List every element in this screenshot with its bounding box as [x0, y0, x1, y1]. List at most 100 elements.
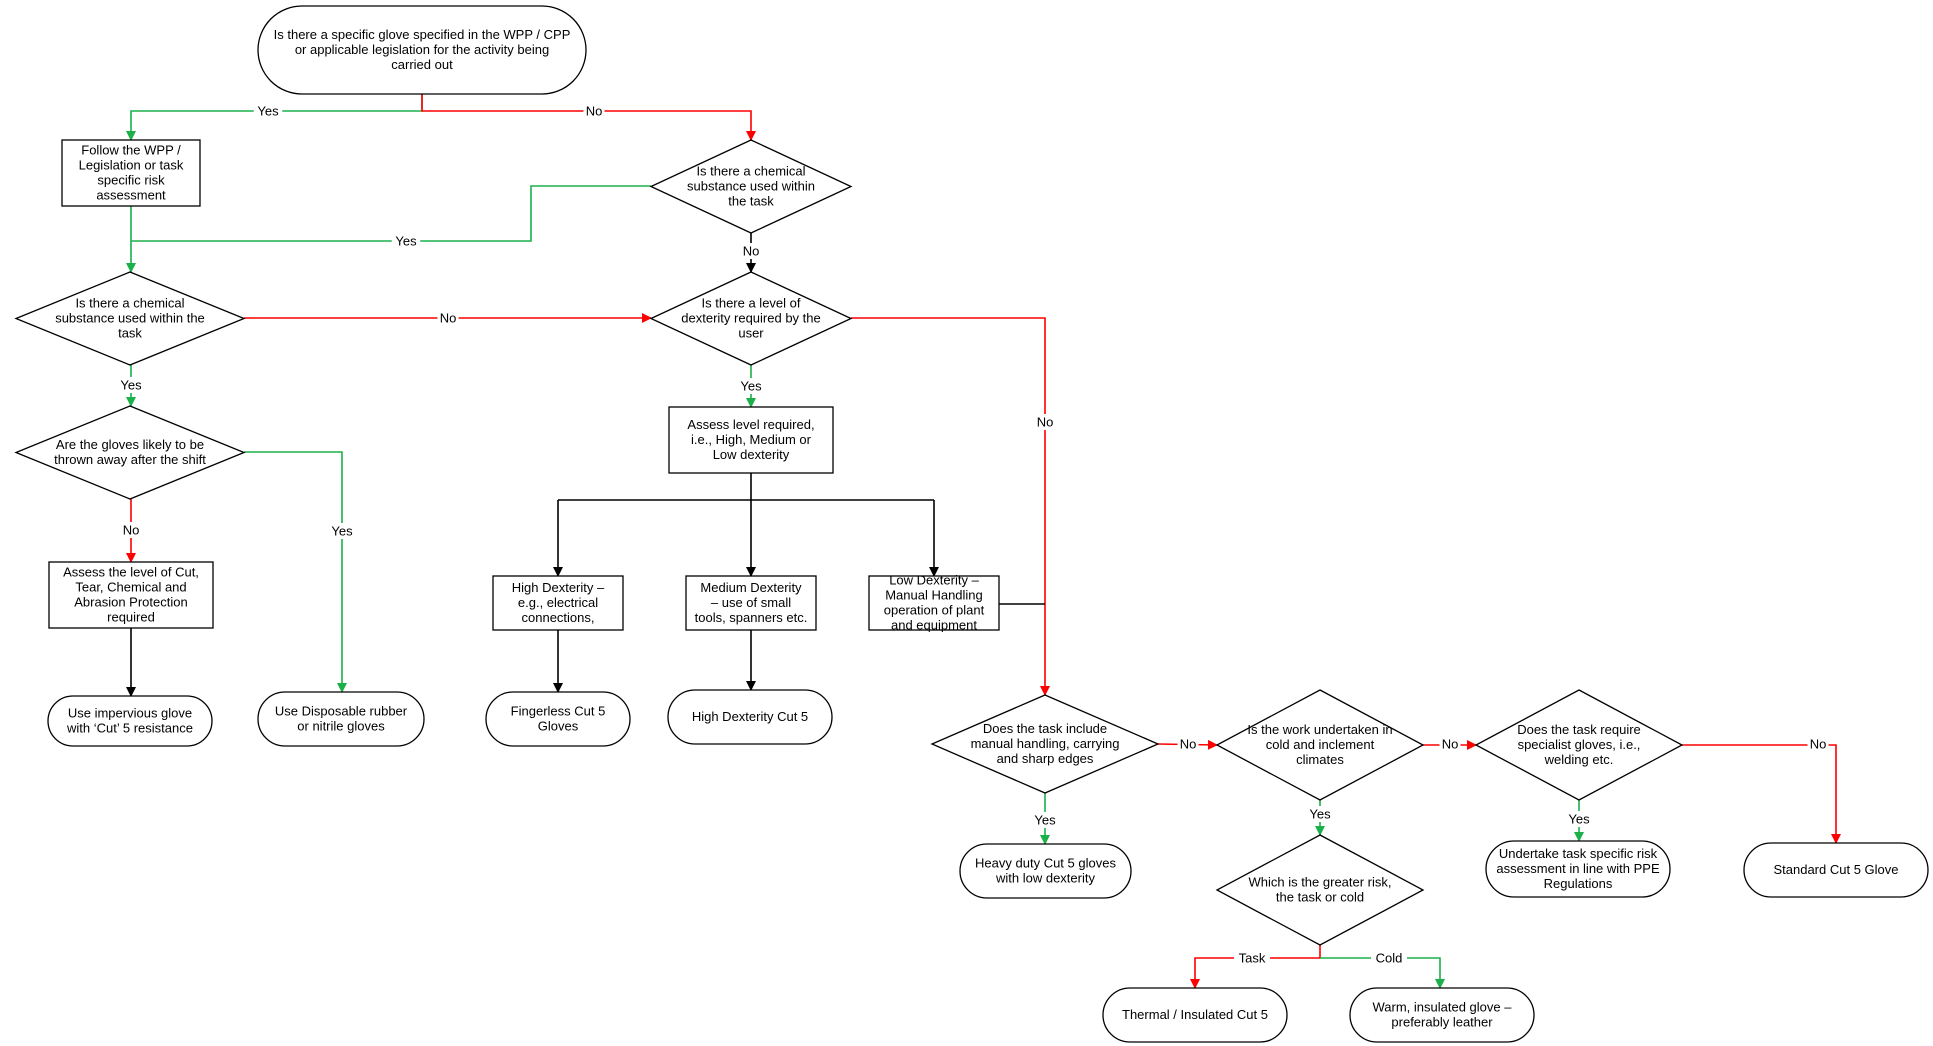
node-text-line: Use impervious glove	[68, 706, 192, 721]
connector-label-text: Task	[1239, 951, 1266, 966]
node-text-line: welding etc.	[1544, 752, 1614, 767]
connector-label-cold-yes: Yes	[1305, 806, 1335, 822]
node-text-line: and sharp edges	[997, 751, 1094, 766]
connector-risk-cold	[1320, 957, 1445, 989]
connector-label-dex-yes: Yes	[736, 378, 766, 394]
node-text-line: required	[107, 610, 155, 625]
node-text-line: Is there a specific glove specified in t…	[274, 27, 571, 42]
node-text-line: dexterity required by the	[681, 311, 820, 326]
node-shape-terminator	[667, 689, 833, 745]
node-text-line: substance used within	[687, 179, 815, 194]
node-text-line: tools, spanners etc.	[695, 610, 808, 625]
node-follow-wpp: Follow the WPP /Legislation or taskspeci…	[61, 139, 201, 207]
node-text-line: Is there a level of	[702, 296, 801, 311]
connector-label-spec-yes: Yes	[1564, 811, 1594, 827]
node-start: Is there a specific glove specified in t…	[257, 5, 587, 95]
node-shape-process	[685, 575, 817, 631]
node-text-line: user	[738, 326, 764, 341]
node-text-line: Are the gloves likely to be	[56, 437, 204, 452]
connector-label-start-yes: Yes	[253, 103, 283, 119]
node-shape-decision	[930, 694, 1160, 794]
connector-spec-no	[1682, 744, 1841, 844]
node-text-line: preferably leather	[1391, 1015, 1493, 1030]
connector-label-text: No	[1810, 737, 1827, 752]
node-text-line: Gloves	[538, 719, 579, 734]
node-shape-terminator	[1349, 987, 1535, 1043]
node-text-line: i.e., High, Medium or	[691, 432, 812, 447]
connector-thrown-yes	[244, 451, 347, 693]
node-shape-decision	[14, 405, 246, 500]
node-shape-terminator	[1743, 842, 1929, 898]
connector-label-cold-no: No	[1439, 736, 1461, 752]
connector-label-text: Yes	[395, 234, 417, 249]
node-text-line: manual handling, carrying	[971, 736, 1120, 751]
node-text-line: e.g., electrical	[518, 595, 598, 610]
node-text-line: with low dexterity	[995, 871, 1095, 886]
connector-label-risk-cold: Cold	[1371, 950, 1407, 966]
connector-label-text: Yes	[1568, 812, 1590, 827]
node-text-line: Tear, Chemical and	[75, 580, 186, 595]
node-text-line: Manual Handling	[885, 588, 983, 603]
node-text-line: Regulations	[1544, 876, 1613, 891]
node-text-line: operation of plant	[884, 603, 985, 618]
connector-label-thrown-no: No	[120, 522, 142, 538]
connector-label-text: Yes	[1309, 807, 1331, 822]
connector-label-text: Yes	[740, 379, 762, 394]
connector-label-text: No	[1037, 415, 1054, 430]
node-shape-decision	[1215, 689, 1425, 801]
node-shape-terminator	[485, 691, 631, 747]
node-shape-terminator	[47, 695, 213, 747]
connector-dex-no	[851, 317, 1050, 696]
node-text-line: Is there a chemical	[696, 164, 805, 179]
connector-label-chemright-no: No	[740, 243, 762, 259]
connector-label-manual-yes: Yes	[1030, 812, 1060, 828]
node-text-line: High Dexterity Cut 5	[692, 709, 808, 724]
node-text-line: Abrasion Protection	[74, 595, 187, 610]
node-text-line: Warm, insulated glove –	[1373, 1000, 1513, 1015]
node-high-dex: High Dexterity –e.g., electricalconnecti…	[492, 575, 624, 631]
node-standard: Standard Cut 5 Glove	[1743, 842, 1929, 898]
node-low-dex: Low Dexterity –Manual Handlingoperation …	[868, 573, 1000, 633]
node-text-line: – use of small	[711, 595, 791, 610]
connector-label-thrown-yes: Yes	[327, 523, 357, 539]
node-text-line: Legislation or task	[79, 158, 184, 173]
node-text-line: Use Disposable rubber	[275, 704, 408, 719]
node-text-line: and equipment	[891, 618, 977, 633]
node-text-line: carried out	[391, 57, 453, 72]
node-text-line: Which is the greater risk,	[1248, 875, 1391, 890]
node-text-line: substance used within the	[55, 311, 205, 326]
node-shape-terminator	[1102, 987, 1288, 1043]
node-shape-terminator	[1485, 840, 1671, 898]
connector-label-text: Yes	[257, 104, 279, 119]
node-greater-risk: Which is the greater risk,the task or co…	[1215, 834, 1425, 946]
node-shape-decision	[649, 271, 853, 366]
connector-label-chemleft-no: No	[437, 310, 459, 326]
node-shape-decision	[14, 271, 246, 366]
node-text-line: Fingerless Cut 5	[511, 704, 606, 719]
connector-label-text: Yes	[1034, 813, 1056, 828]
connector-label-text: No	[1180, 737, 1197, 752]
node-text-line: specialist gloves, i.e.,	[1518, 737, 1641, 752]
node-text-line: assessment	[96, 188, 166, 203]
node-shape-terminator	[257, 5, 587, 95]
node-text-line: Medium Dexterity	[700, 580, 802, 595]
node-text-line: thrown away after the shift	[54, 452, 206, 467]
node-text-line: with ‘Cut’ 5 resistance	[66, 721, 193, 736]
node-text-line: climates	[1296, 752, 1344, 767]
node-text-line: assessment in line with PPE	[1496, 861, 1660, 876]
connector-label-chemleft-yes: Yes	[116, 377, 146, 393]
connector-label-chemright-yes: Yes	[391, 233, 421, 249]
node-shape-terminator	[959, 843, 1132, 899]
